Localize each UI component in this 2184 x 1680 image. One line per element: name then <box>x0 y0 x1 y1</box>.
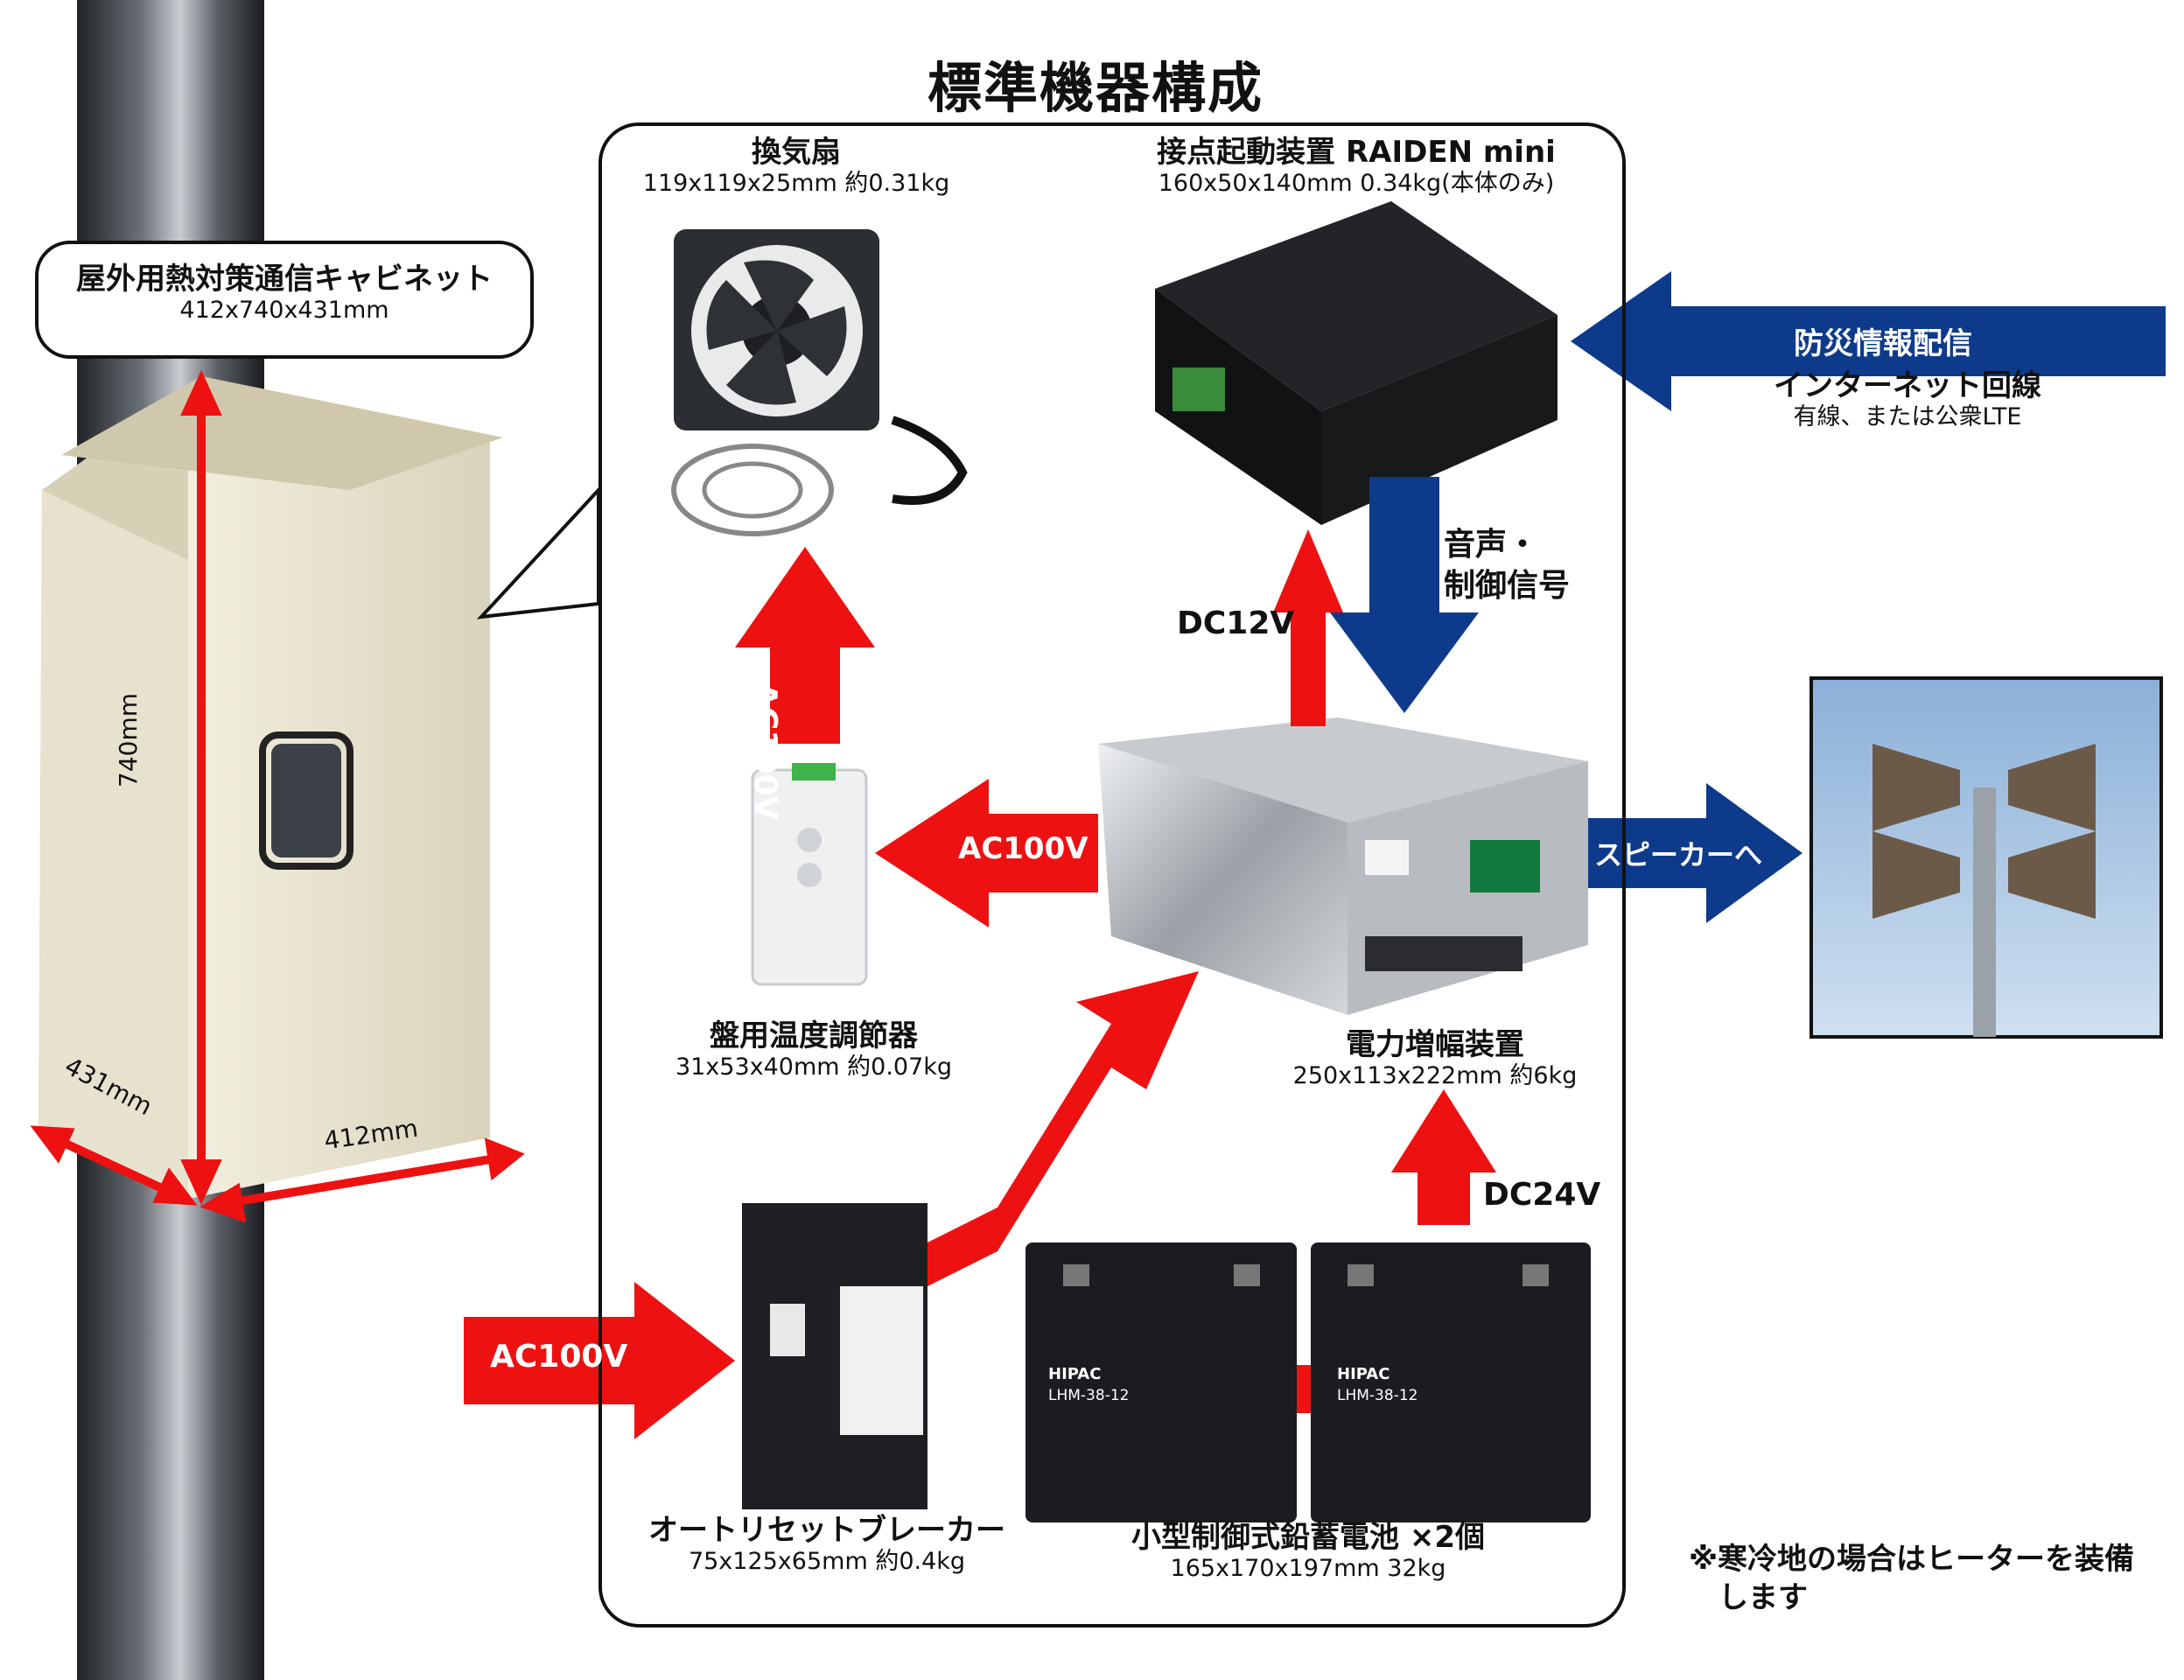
raiden-name: 接点起動装置 RAIDEN mini <box>1157 135 1556 170</box>
amplifier-illustration <box>1098 718 1588 1015</box>
note-line-2: します <box>1689 1580 1808 1616</box>
battery-1-model: LHM-38-12 <box>1048 1387 1130 1404</box>
ac100v-to-thermostat-label: AC100V <box>958 831 1088 866</box>
cabinet-height-label: 740mm <box>114 693 143 788</box>
thermostat-name: 盤用温度調節器 <box>710 1018 918 1054</box>
page-title: 標準機器構成 <box>928 56 1264 120</box>
fan-illustration <box>671 229 968 536</box>
fan-spec: 119x119x25mm 約0.31kg <box>642 170 950 198</box>
cabinet-dimension-lines <box>30 369 525 1223</box>
fan-name: 換気扇 <box>752 135 841 170</box>
cabinet-illustration <box>38 376 503 1199</box>
battery-2-model: LHM-38-12 <box>1337 1387 1418 1404</box>
cabinet-spec: 412x740x431mm <box>179 297 389 325</box>
battery-2-brand: HIPAC <box>1337 1365 1390 1383</box>
breaker-name: オートリセットブレーカー <box>648 1513 1005 1548</box>
audio-label-line1: 音声・ <box>1444 527 1539 563</box>
raiden-mini-illustration <box>1155 201 1558 525</box>
to-speaker-label: スピーカーへ <box>1594 838 1763 872</box>
thermostat-caption: 盤用温度調節器 31x53x40mm 約0.07kg <box>648 1018 980 1082</box>
raiden-caption: 接点起動装置 RAIDEN mini 160x50x140mm 0.34kg(本… <box>1102 135 1610 198</box>
internet-line-sub: 有線、または公衆LTE <box>1793 403 2022 431</box>
disaster-info-label: 防災情報配信 <box>1794 326 1972 361</box>
internet-caption: インターネット回線 有線、または公衆LTE <box>1715 368 2100 431</box>
battery-caption: 小型制御式鉛蓄電池 ×2個 165x170x197mm 32kg <box>1068 1520 1549 1583</box>
frame-callout-tail <box>476 485 600 620</box>
amplifier-name: 電力増幅装置 <box>1346 1027 1524 1062</box>
note-line-1: ※寒冷地の場合はヒーターを装備 <box>1689 1542 2135 1577</box>
fan-caption: 換気扇 119x119x25mm 約0.31kg <box>612 135 980 198</box>
amplifier-spec: 250x113x222mm 約6kg <box>1292 1062 1578 1090</box>
battery-spec: 165x170x197mm 32kg <box>1170 1555 1446 1583</box>
raiden-spec: 160x50x140mm 0.34kg(本体のみ) <box>1158 170 1555 198</box>
ac100v-input-label: AC100V <box>490 1339 628 1375</box>
battery-1-brand: HIPAC <box>1048 1365 1102 1383</box>
breaker-caption: オートリセットブレーカー 75x125x65mm 約0.4kg <box>630 1513 1024 1576</box>
battery-illustration <box>1026 1242 1591 1522</box>
cold-region-note: ※寒冷地の場合はヒーターを装備 します <box>1689 1540 2134 1617</box>
dc24v-label: DC24V <box>1483 1177 1601 1213</box>
standard-config-frame <box>598 122 1626 1628</box>
thermostat-illustration <box>751 763 868 986</box>
cabinet-name: 屋外用熱対策通信キャビネット <box>76 262 493 297</box>
battery-name: 小型制御式鉛蓄電池 ×2個 <box>1131 1520 1485 1555</box>
cabinet-caption: 屋外用熱対策通信キャビネット 412x740x431mm <box>35 262 534 324</box>
audio-control-label: 音声・ 制御信号 <box>1444 525 1570 607</box>
internet-line-name: インターネット回線 <box>1774 368 2041 403</box>
audio-label-line2: 制御信号 <box>1444 567 1571 604</box>
ac100v-to-fan-label: AC100V <box>747 682 783 821</box>
breaker-illustration <box>742 1203 928 1509</box>
navy-arrows <box>1330 271 2166 923</box>
cabinet-bubble <box>35 241 534 359</box>
breaker-spec: 75x125x65mm 約0.4kg <box>688 1548 966 1576</box>
thermostat-spec: 31x53x40mm 約0.07kg <box>675 1054 953 1082</box>
amplifier-caption: 電力増幅装置 250x113x222mm 約6kg <box>1260 1027 1610 1090</box>
dc12v-label: DC12V <box>1177 606 1295 641</box>
speaker-photo <box>1810 676 2163 1039</box>
